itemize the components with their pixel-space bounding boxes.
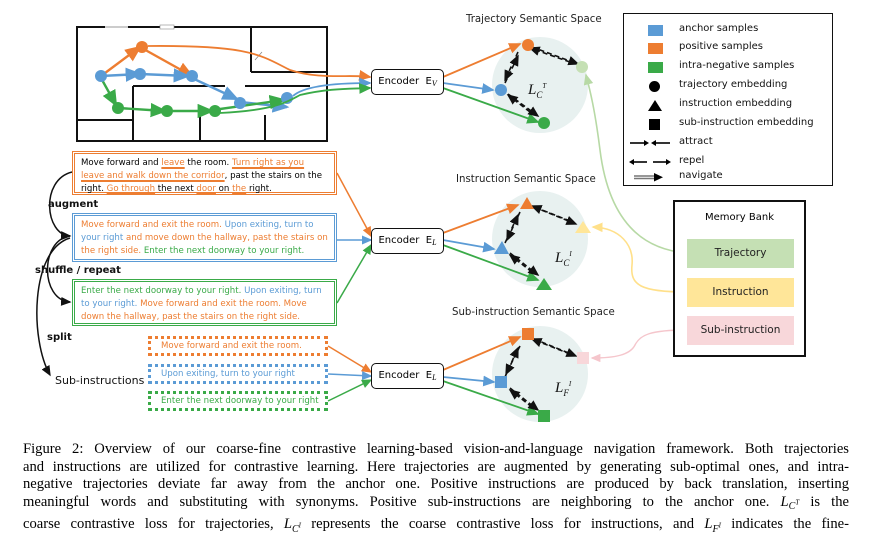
shuffle-label: shuffle / repeat <box>35 265 121 276</box>
sub-instruction-positive: Move forward and exit the room. <box>148 336 328 356</box>
original-instruction-box: Move forward and leave the room. Turn ri… <box>72 151 337 195</box>
instruction-segment: Upon exiting, turn to your right <box>81 220 314 244</box>
sub-instruction-negative: Enter the next doorway to your right <box>148 391 328 411</box>
memory-subinstruction: Sub-instruction <box>687 316 794 345</box>
memory-trajectory: Trajectory <box>687 239 794 268</box>
negative-instruction-box: Enter the next doorway to your right. Up… <box>72 279 337 326</box>
positive-swatch-icon <box>648 43 663 54</box>
instruction-segment: Move forward and exit the room. <box>81 220 225 230</box>
instruction-segment: Go through <box>106 184 156 195</box>
anchor-embedding <box>495 84 507 96</box>
positive-node <box>136 41 148 53</box>
triangle-icon <box>648 100 662 111</box>
instruction-segment: Move forward and exit the room. Move dow… <box>81 299 307 323</box>
memory-bank: Memory Bank Trajectory Instruction Sub-i… <box>673 200 806 357</box>
positive-embedding <box>522 39 534 51</box>
instruction-segment: Upon exiting, turn to your right. <box>81 286 322 310</box>
legend-anchor: anchor samples <box>624 21 829 39</box>
loss-ci-label: LCI <box>555 250 572 268</box>
attract-arrows-icon <box>630 140 670 146</box>
anchor-start-node <box>95 70 107 82</box>
encoder-l-instruction: Encoder EL <box>371 228 444 254</box>
legend-trajectory-embedding: trajectory embedding <box>624 77 829 95</box>
instruction-segment: the next <box>155 184 197 195</box>
caption-line-1: Figure 2: Overview of our coarse-fine co… <box>23 441 849 457</box>
instruction-segment: the <box>232 184 247 195</box>
anchor-swatch-icon <box>648 25 663 36</box>
instruction-segment: and move down the hallway, past the stai… <box>81 233 328 257</box>
encoder-v: Encoder EV <box>371 69 444 95</box>
caption-line-4: meaningful words and substituting with s… <box>23 493 849 513</box>
caption-line-5: coarse contrastive loss for trajectories… <box>23 515 849 535</box>
instruction-segment: Turn right as you leave and walk down th… <box>81 158 305 182</box>
memory-bank-title: Memory Bank <box>705 212 774 223</box>
legend: anchor samples positive samples intra-ne… <box>623 13 833 186</box>
instruction-segment: the room. <box>184 158 232 168</box>
legend-attract: attract <box>624 134 829 152</box>
instruction-segment: door <box>196 184 216 195</box>
square-icon <box>649 119 660 130</box>
subinstruction-space <box>442 326 589 422</box>
loss-ct-label: LCT <box>528 82 547 100</box>
trajectory-space <box>442 37 588 133</box>
instruction-segment: on <box>215 184 233 195</box>
figure-caption: Figure 2: Overview of our coarse-fine co… <box>23 441 849 538</box>
caption-line-2: and instructions are utilized for contra… <box>23 458 849 475</box>
negative-node <box>112 102 124 114</box>
math-lci: LCI <box>283 515 302 535</box>
circle-icon <box>649 81 660 92</box>
legend-positive: positive samples <box>624 39 829 57</box>
navigate-arrow-icon <box>634 173 663 182</box>
instruction-segment: right. <box>246 184 272 195</box>
encoder-l-subinstruction: Encoder EL <box>371 363 444 389</box>
math-lct: LCT <box>780 493 800 513</box>
instruction-space <box>442 191 591 290</box>
instruction-segment: Move forward and <box>81 158 162 168</box>
math-lfi: LFI <box>704 515 721 535</box>
legend-instruction-embedding: instruction embedding <box>624 96 829 114</box>
anchor-instruction-box: Move forward and exit the room. Upon exi… <box>72 213 337 262</box>
negative-embedding <box>538 117 550 129</box>
repel-arrows-icon <box>629 159 671 165</box>
sub-instructions-label: Sub-instructions <box>55 374 145 387</box>
trajectory-space-title: Trajectory Semantic Space <box>466 14 602 25</box>
instruction-space-title: Instruction Semantic Space <box>456 174 596 185</box>
augment-label: augment <box>48 199 99 210</box>
legend-subinstruction-embedding: sub-instruction embedding <box>624 115 829 133</box>
instruction-segment: leave <box>161 158 185 168</box>
trajectory-paths <box>95 41 293 119</box>
legend-negative: intra-negative samples <box>624 58 829 76</box>
caption-line-3: negative trajectories deviate far away f… <box>23 476 849 492</box>
instruction-segment: Enter the next doorway to your right. <box>143 246 305 257</box>
split-label: split <box>47 332 72 343</box>
loss-fi-label: LFI <box>555 380 572 398</box>
legend-navigate: navigate <box>624 168 829 186</box>
legend-repel: repel <box>624 153 829 171</box>
instruction-segment: , past the stairs on the right. <box>81 171 323 195</box>
subinstruction-space-title: Sub-instruction Semantic Space <box>452 307 615 318</box>
sub-instruction-anchor: Upon exiting, turn to your right <box>148 364 328 384</box>
memory-instruction: Instruction <box>687 278 794 307</box>
negative-swatch-icon <box>648 62 663 73</box>
instruction-segment: Enter the next doorway to your right. <box>81 286 245 296</box>
memory-embedding <box>576 61 588 73</box>
